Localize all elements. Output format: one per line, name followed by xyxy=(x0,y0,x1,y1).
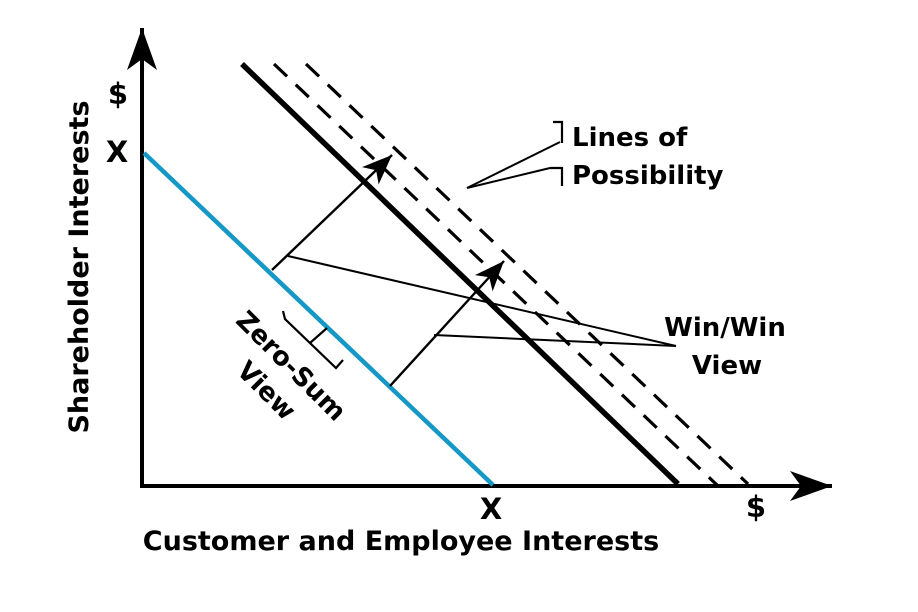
lines-of-possibility-label-line1: Lines of xyxy=(572,123,688,153)
y-axis-x-tick: X xyxy=(106,135,128,169)
win-win-view-label: Win/Win View xyxy=(664,313,786,381)
win-win-solid-line xyxy=(240,62,680,486)
lines-of-possibility-label: Lines of Possibility xyxy=(572,123,724,191)
possibility-leader-line-1 xyxy=(466,141,561,189)
win-win-view-label-line2: View xyxy=(692,351,762,381)
win-win-leader-line-1 xyxy=(287,255,677,347)
x-axis-dollar-tick: $ xyxy=(746,490,766,524)
win-win-leader-line-2 xyxy=(433,334,677,347)
possibility-dashed-line-2 xyxy=(304,62,750,486)
possibility-leader-line-2 xyxy=(466,167,551,189)
improvement-arrow-2 xyxy=(389,260,505,387)
zero-sum-bracket-tick xyxy=(309,327,328,344)
zero-sum-line xyxy=(142,151,495,487)
x-axis-x-tick: X xyxy=(480,492,502,526)
improvement-arrow-1 xyxy=(271,154,393,271)
possibility-bracket-2 xyxy=(550,166,564,186)
possibility-bracket-1 xyxy=(553,120,564,143)
x-axis-label: Customer and Employee Interests xyxy=(143,526,659,557)
y-axis-dollar-tick: $ xyxy=(108,77,128,111)
win-win-view-label-line1: Win/Win xyxy=(664,313,786,343)
lines-of-possibility-label-line2: Possibility xyxy=(572,161,724,191)
y-axis-label: Shareholder Interests xyxy=(64,100,95,433)
